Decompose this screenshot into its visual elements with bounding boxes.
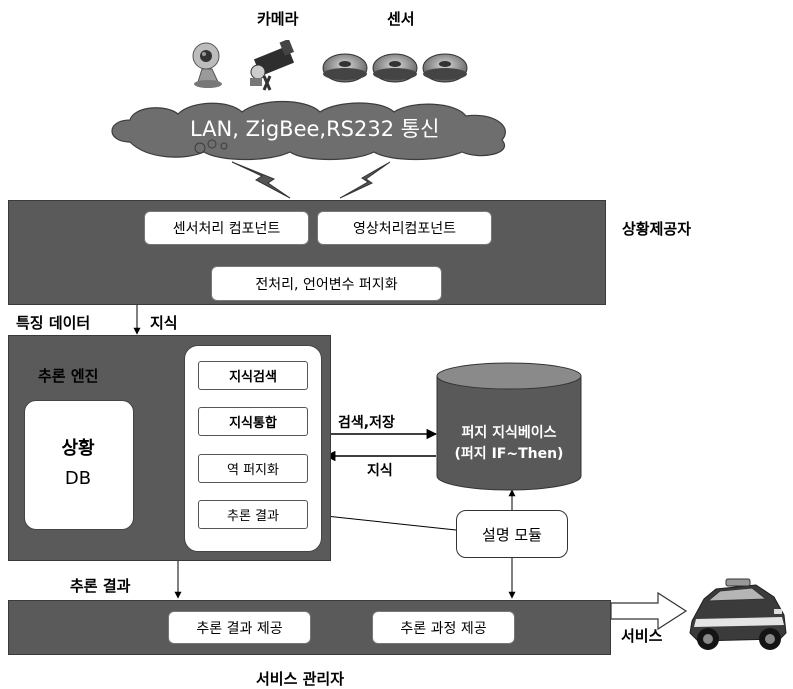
knowledge-label: 지식 [150,314,178,332]
webcam-icon [192,42,222,88]
knowledge-integration-module: 지식통합 [198,407,308,436]
result-provide-box: 추론 결과 제공 [168,611,311,644]
defuzzification-module: 역 퍼지화 [198,454,308,483]
sensor-icon-1 [322,53,368,83]
lightning-bolt-left [231,161,291,199]
service-label: 서비스 [621,627,663,645]
network-cloud [111,100,506,161]
police-car-icon [689,578,787,650]
lightning-bolt-right [339,161,391,199]
knowledge-base-label: 퍼지 지식베이스 [461,425,557,441]
video-camera-icon [250,40,295,91]
service-manager-title: 서비스 관리자 [256,670,345,688]
camera-label: 카메라 [257,10,299,28]
sensor-icon-2 [372,53,418,83]
knowledge-back-label: 지식 [367,463,393,479]
process-provide-box: 추론 과정 제공 [372,611,515,644]
device-icons [192,40,468,91]
sensor-label: 센서 [387,10,415,28]
image-processing-component: 영상처리컴포넌트 [317,211,492,245]
service-hollow-arrow [610,591,688,631]
sensor-icon-3 [422,53,468,83]
context-db [24,400,134,530]
inference-engine-title: 추론 엔진 [38,367,99,385]
knowledge-search-module: 지식검색 [198,361,308,390]
inference-result-label: 추론 결과 [70,577,131,595]
context-provider-title: 상황제공자 [622,220,692,238]
fuzzy-knowledge-base [436,362,582,491]
feature-data-label: 특징 데이터 [16,314,91,332]
network-label: LAN, ZigBee,RS232 통신 [190,117,440,141]
preprocessing-fuzzification: 전처리, 언어변수 퍼지화 [211,266,442,301]
context-db-label: 상황 [61,438,95,459]
context-db-sublabel: DB [64,468,92,489]
explanation-to-result-arrow [306,511,457,531]
inference-result-module: 추론 결과 [198,500,308,529]
search-store-label: 검색,저장 [338,415,395,431]
explanation-module: 설명 모듈 [456,510,568,558]
knowledge-base-sublabel: (퍼지 IF~Then) [454,446,564,462]
sensor-processing-component: 센서처리 컴포넌트 [144,211,309,245]
